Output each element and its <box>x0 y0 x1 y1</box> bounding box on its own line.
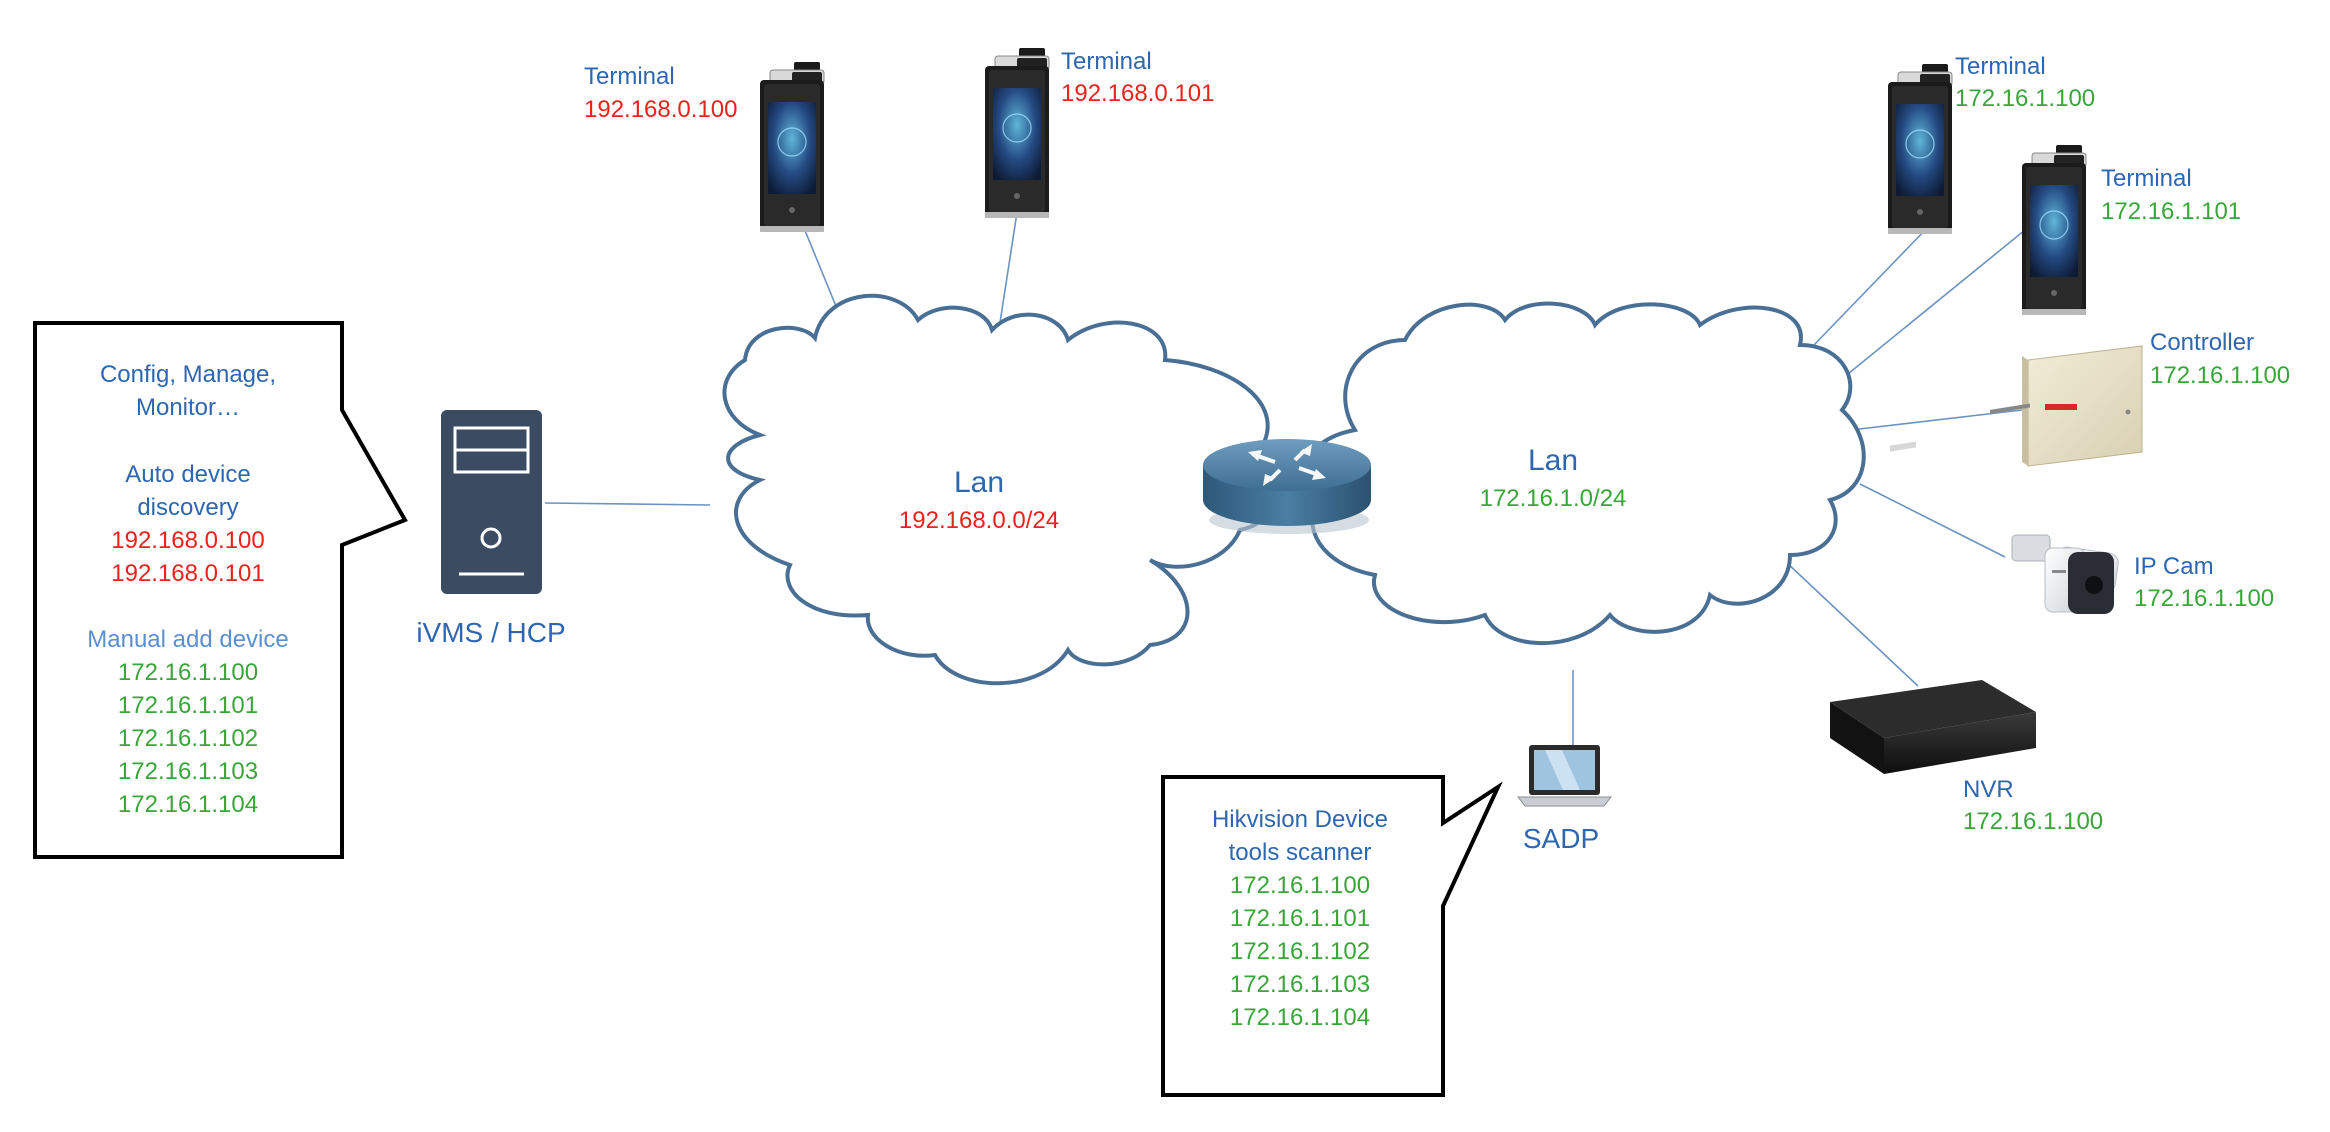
nvr[interactable]: NVR 172.16.1.100 <box>1830 403 2103 835</box>
terminal-2-label: Terminal <box>1061 48 1152 75</box>
terminal-3-ip: 172.16.1.100 <box>1955 85 2095 112</box>
wire-terminal-4 <box>1842 229 2026 379</box>
ivms-callout: Config, Manage, Monitor… Auto device dis… <box>33 321 408 859</box>
terminal-2[interactable]: Terminal 192.168.0.101 <box>984 47 1214 219</box>
sadp-ip: 172.16.1.103 <box>1230 971 1370 998</box>
ivms-auto-ip: 192.168.0.100 <box>111 527 264 554</box>
ivms-manual-title: Manual add device <box>87 626 288 653</box>
left-lan-cloud <box>722 293 1287 686</box>
terminal-2-ip: 192.168.0.101 <box>1061 80 1214 107</box>
ivms-auto-line2: discovery <box>137 494 238 521</box>
access-controller-icon <box>2022 345 2143 467</box>
nvr-recorder-icon <box>1830 403 2036 774</box>
router-icon <box>1203 439 1371 534</box>
ivms-manual-ip: 172.16.1.100 <box>118 659 258 686</box>
terminal-3-label: Terminal <box>1955 53 2046 80</box>
sadp-callout-title1: Hikvision Device <box>1212 806 1388 833</box>
right-cloud-subnet: 172.16.1.0/24 <box>1480 485 1627 512</box>
sadp-callout-title2: tools scanner <box>1229 839 1372 866</box>
ivms-callout-line1: Config, Manage, <box>100 361 276 388</box>
face-recognition-terminal-icon <box>759 61 825 233</box>
terminal-1-ip: 192.168.0.100 <box>584 96 737 123</box>
wire-nvr <box>1785 561 1919 687</box>
laptop-label: SADP <box>1523 823 1599 854</box>
server-tower-icon <box>441 410 542 594</box>
ivms-manual-ip: 172.16.1.104 <box>118 791 258 818</box>
face-recognition-terminal-icon <box>2021 144 2087 316</box>
face-recognition-terminal-icon <box>1887 63 1953 235</box>
ip-cam[interactable]: IP Cam 172.16.1.100 <box>2011 534 2274 614</box>
ivms-auto-ip: 192.168.0.101 <box>111 560 264 587</box>
sadp-ip: 172.16.1.100 <box>1230 872 1370 899</box>
ip-cam-label: IP Cam <box>2134 553 2214 580</box>
ivms-manual-ip: 172.16.1.102 <box>118 725 258 752</box>
right-lan-cloud <box>1301 301 1866 646</box>
terminal-3[interactable]: Terminal 172.16.1.100 <box>1887 53 2095 235</box>
wire-ipcam <box>1859 483 2006 558</box>
wire-terminal-3 <box>1811 224 1931 348</box>
wire-terminal-2 <box>996 205 1019 343</box>
left-cloud-subnet: 192.168.0.0/24 <box>899 507 1059 534</box>
left-cloud-title: Lan <box>954 466 1004 499</box>
sadp-ip: 172.16.1.101 <box>1230 905 1370 932</box>
ivms-manual-ip: 172.16.1.101 <box>118 692 258 719</box>
connection-lines <box>544 205 2026 745</box>
nvr-ip: 172.16.1.100 <box>1963 808 2103 835</box>
sadp-laptop[interactable]: SADP <box>1516 745 1613 854</box>
terminal-1[interactable]: Terminal 192.168.0.100 <box>584 61 825 233</box>
controller-ip: 172.16.1.100 <box>2150 362 2290 389</box>
ivms-callout-line2: Monitor… <box>136 394 240 421</box>
ip-cam-ip: 172.16.1.100 <box>2134 585 2274 612</box>
server-label: iVMS / HCP <box>416 617 565 648</box>
sadp-ip: 172.16.1.104 <box>1230 1004 1370 1031</box>
terminal-1-label: Terminal <box>584 63 675 90</box>
face-recognition-terminal-icon <box>984 47 1050 219</box>
terminal-4[interactable]: Terminal 172.16.1.101 <box>2021 144 2241 316</box>
nvr-label: NVR <box>1963 776 2014 803</box>
sadp-callout: Hikvision Device tools scanner 172.16.1.… <box>1161 775 1503 1097</box>
ivms-server[interactable]: iVMS / HCP <box>416 410 566 648</box>
sadp-ip: 172.16.1.102 <box>1230 938 1370 965</box>
terminal-4-ip: 172.16.1.101 <box>2101 198 2241 225</box>
ivms-manual-ip: 172.16.1.103 <box>118 758 258 785</box>
controller-label: Controller <box>2150 329 2254 356</box>
laptop-icon <box>1516 745 1613 807</box>
wire-controller <box>1850 409 2023 431</box>
bullet-camera-icon <box>2011 534 2119 614</box>
right-cloud-title: Lan <box>1528 444 1578 477</box>
terminal-4-label: Terminal <box>2101 165 2192 192</box>
controller[interactable]: Controller 172.16.1.100 <box>2022 329 2290 467</box>
wire-server <box>544 502 711 506</box>
ivms-auto-line1: Auto device <box>125 461 250 488</box>
